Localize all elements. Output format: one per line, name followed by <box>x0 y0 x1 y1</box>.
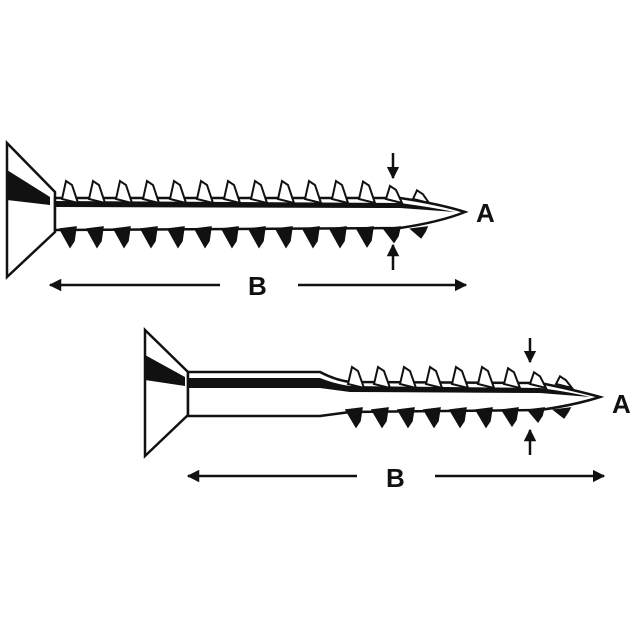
thread-tooth-top <box>554 374 575 390</box>
thread-tooth-bottom <box>370 407 389 429</box>
fully-threaded-screw: A B <box>5 139 495 301</box>
thread-tooth-bottom <box>422 407 441 429</box>
thread-tooth-top <box>276 179 296 205</box>
thread-tooth-top <box>528 370 548 390</box>
thread-tooth-bottom <box>58 226 77 249</box>
thread-tooth-bottom <box>409 226 429 239</box>
thread-tooth-bottom <box>274 226 293 249</box>
thread-tooth-bottom <box>355 226 374 248</box>
thread-tooth-top <box>398 365 418 390</box>
threads <box>344 365 575 429</box>
thread-tooth-bottom <box>166 226 185 249</box>
thread-tooth-bottom <box>220 226 239 249</box>
thread-tooth-top <box>502 366 522 390</box>
thread-tooth-top <box>141 179 161 205</box>
thread-tooth-top <box>60 179 80 205</box>
thread-tooth-bottom <box>448 407 467 429</box>
thread-tooth-top <box>303 179 323 205</box>
thread-tooth-top <box>476 365 496 390</box>
thread-tooth-bottom <box>396 407 415 429</box>
thread-tooth-bottom <box>85 226 104 249</box>
thread-tooth-bottom <box>301 226 320 249</box>
thread-tooth-bottom <box>328 226 347 249</box>
thread-tooth-top <box>372 365 392 390</box>
thread-tooth-top <box>87 179 107 205</box>
screw-head <box>143 327 190 459</box>
thread-tooth-top <box>222 179 242 205</box>
diameter-label: A <box>612 389 631 419</box>
thread-tooth-top <box>411 188 432 205</box>
thread-tooth-bottom <box>247 226 266 249</box>
thread-tooth-top <box>424 365 444 390</box>
thread-tooth-top <box>346 365 366 390</box>
length-label: B <box>248 271 267 301</box>
thread-tooth-top <box>384 184 404 205</box>
thread-tooth-top <box>168 179 188 205</box>
thread-tooth-bottom <box>382 226 401 244</box>
thread-tooth-top <box>249 179 269 205</box>
thread-tooth-top <box>114 179 134 205</box>
length-label: B <box>386 463 405 493</box>
screw-head <box>5 139 57 280</box>
thread-tooth-bottom <box>552 407 572 419</box>
thread-tooth-bottom <box>193 226 212 249</box>
thread-tooth-bottom <box>112 226 131 249</box>
thread-tooth-top <box>195 179 215 205</box>
thread-tooth-bottom <box>139 226 158 249</box>
threads <box>58 179 432 249</box>
head-shadow <box>145 355 185 386</box>
partially-threaded-screw: A B <box>143 327 631 493</box>
thread-tooth-bottom <box>526 407 546 423</box>
thread-tooth-bottom <box>474 407 493 429</box>
thread-tooth-bottom <box>344 407 363 429</box>
thread-tooth-top <box>330 179 350 205</box>
thread-tooth-bottom <box>500 407 519 428</box>
thread-tooth-top <box>450 365 470 390</box>
shank-shadow <box>55 201 455 212</box>
head-shadow <box>7 170 50 205</box>
thread-tooth-top <box>357 179 377 205</box>
diameter-label: A <box>476 198 495 228</box>
